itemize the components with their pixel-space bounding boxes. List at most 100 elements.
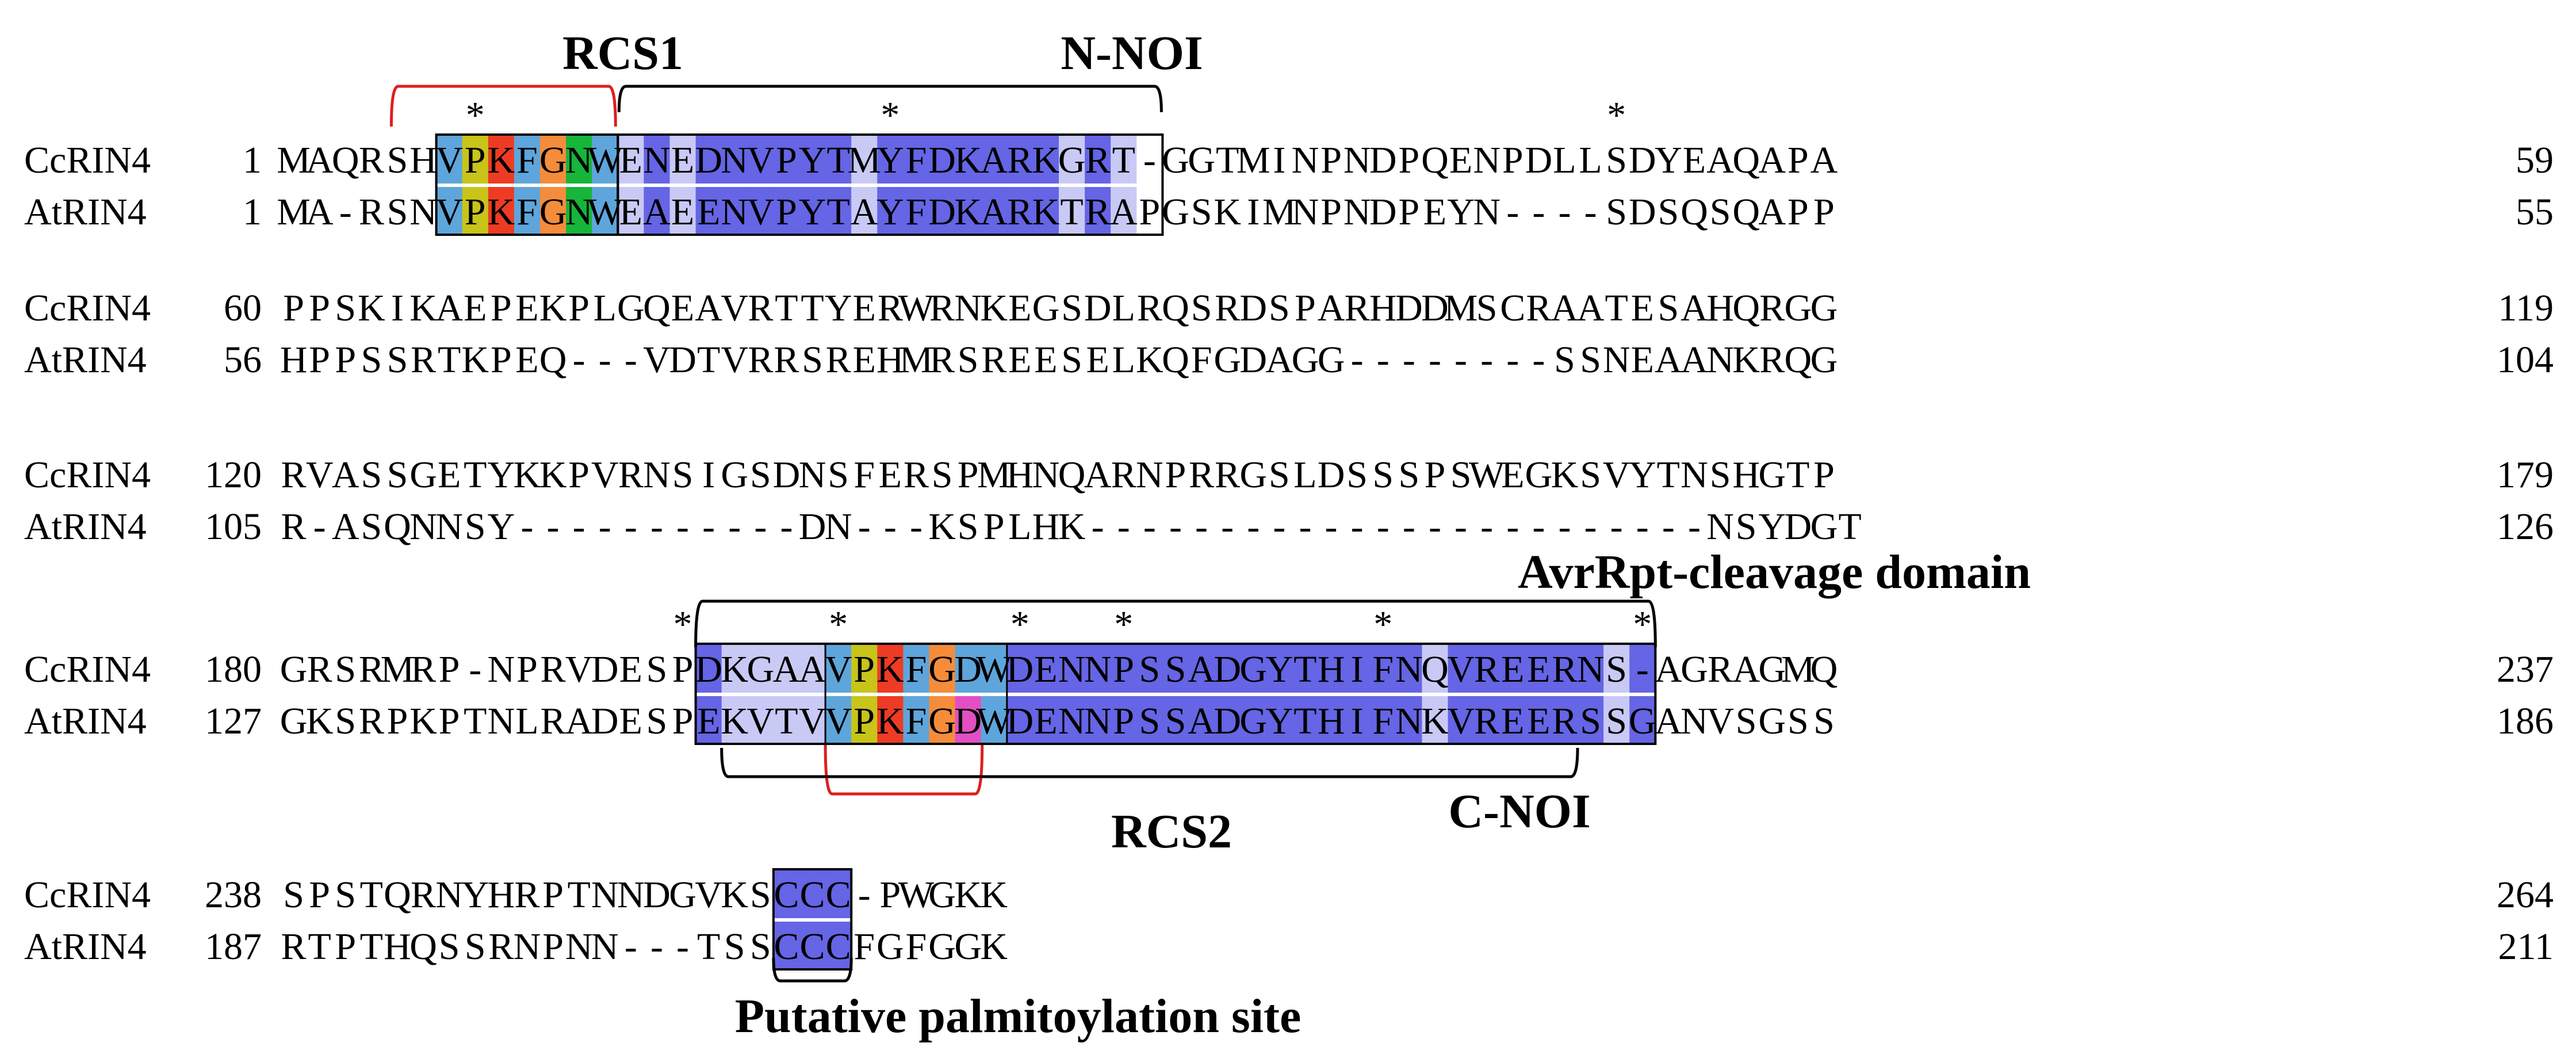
residue: - <box>573 506 585 548</box>
residue: R <box>826 339 851 381</box>
residue: - <box>520 506 533 548</box>
residue: P <box>1787 191 1809 233</box>
residue: T <box>360 926 383 968</box>
residue: T <box>464 454 487 496</box>
residue-shade <box>1162 644 1189 693</box>
residue: E <box>515 339 538 381</box>
start-position: 105 <box>205 506 262 548</box>
residue: C <box>826 926 851 968</box>
residue: E <box>1449 139 1472 181</box>
residue: P <box>1295 287 1316 329</box>
residue-shade <box>929 135 956 184</box>
residue: N <box>1706 506 1734 548</box>
residue: R <box>1137 287 1162 329</box>
n-noi-box <box>617 133 1164 236</box>
residue: D <box>695 648 722 690</box>
residue: N <box>591 926 619 968</box>
residue: C <box>826 874 851 916</box>
residue: A <box>980 139 1008 181</box>
residue: E <box>1527 648 1550 690</box>
residue: S <box>335 287 356 329</box>
residue: S <box>802 339 823 381</box>
residue-shade <box>695 644 722 693</box>
residue: E <box>1501 648 1524 690</box>
residue-shade <box>644 135 671 184</box>
residue: P <box>1320 139 1342 181</box>
residue: S <box>1450 454 1472 496</box>
residue: T <box>438 339 461 381</box>
residue: N <box>1473 139 1501 181</box>
residue-shade <box>1188 644 1215 693</box>
residue: S <box>387 191 408 233</box>
residue: R <box>981 339 1006 381</box>
residue: S <box>1139 700 1160 742</box>
residue: V <box>825 700 852 742</box>
residue: N <box>1084 700 1112 742</box>
residue: Q <box>1421 139 1449 181</box>
start-position: 60 <box>224 287 262 329</box>
residue-shade <box>1136 644 1163 693</box>
residue: P <box>516 648 538 690</box>
residue: K <box>721 648 748 690</box>
residue: K <box>1032 139 1060 181</box>
residue: E <box>619 139 642 181</box>
residue-shade <box>1111 187 1137 235</box>
residue: A <box>1681 339 1708 381</box>
residue-shade <box>981 187 1008 235</box>
residue: R <box>774 339 799 381</box>
residue-shade <box>1059 135 1085 184</box>
residue: I <box>391 287 404 329</box>
residue-shade <box>1578 696 1604 744</box>
residue: K <box>876 648 904 690</box>
residue: H <box>1706 287 1734 329</box>
residue: G <box>409 454 437 496</box>
residue: D <box>1006 648 1034 690</box>
avrrpt-domain-box <box>694 643 1657 745</box>
residue: K <box>539 454 567 496</box>
residue-shade <box>825 187 852 235</box>
residue: F <box>1372 700 1394 742</box>
residue: P <box>491 339 512 381</box>
residue: - <box>599 506 611 548</box>
residue: N <box>1032 454 1060 496</box>
residue: E <box>1631 339 1654 381</box>
residue: A <box>306 191 334 233</box>
residue: A <box>1188 648 1215 690</box>
residue: G <box>669 874 696 916</box>
residue: D <box>1395 287 1423 329</box>
residue-shade <box>825 135 852 184</box>
residue: - <box>858 506 871 548</box>
palmitoylation-bracket <box>772 957 853 983</box>
residue: G <box>928 926 956 968</box>
residue-shade <box>825 644 852 693</box>
residue: Q <box>1162 287 1189 329</box>
residue: N <box>799 454 826 496</box>
residue: K <box>409 287 437 329</box>
residue: Y <box>799 191 826 233</box>
residue: Q <box>384 874 411 916</box>
residue: P <box>1398 191 1419 233</box>
residue: K <box>954 191 982 233</box>
conservation-star: * <box>466 94 485 136</box>
residue: M <box>977 454 1011 496</box>
residue: T <box>1112 139 1135 181</box>
start-position: 1 <box>243 191 262 233</box>
residue: R <box>1474 648 1499 690</box>
residue-shade <box>1499 644 1526 693</box>
residue-shade <box>618 187 644 235</box>
residue: - <box>625 926 637 968</box>
residue: S <box>1658 191 1679 233</box>
residue: N <box>435 506 463 548</box>
residue: E <box>619 648 642 690</box>
residue: D <box>1629 139 1656 181</box>
residue: P <box>1398 139 1419 181</box>
residue: S <box>932 454 953 496</box>
residue: D <box>954 700 982 742</box>
residue-shade <box>1603 696 1630 744</box>
residue: - <box>599 339 611 381</box>
residue: T <box>360 874 383 916</box>
residue-shade <box>1266 644 1293 693</box>
residue: Y <box>825 287 852 329</box>
residue-shade <box>1059 644 1085 693</box>
residue: S <box>1139 648 1160 690</box>
